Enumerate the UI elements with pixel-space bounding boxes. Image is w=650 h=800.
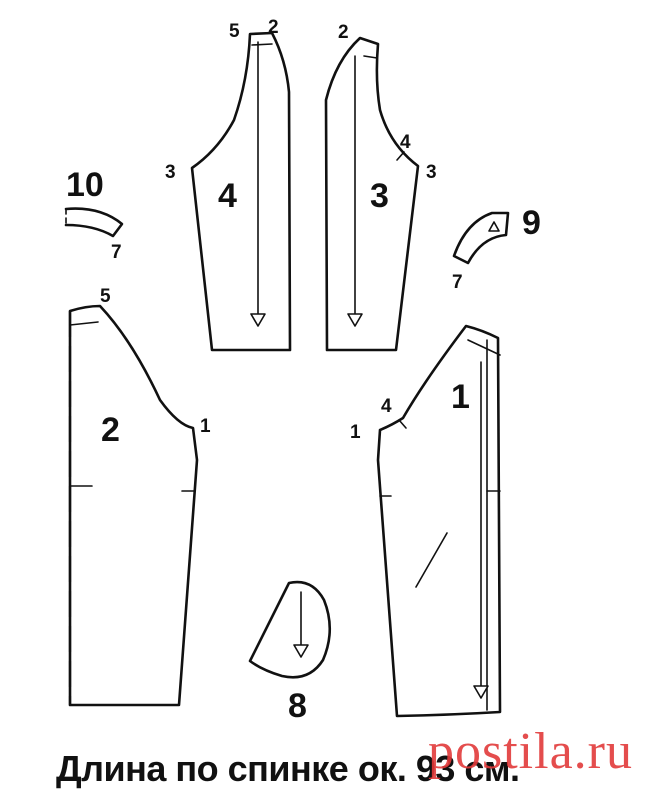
piece-1-shoulder-notch xyxy=(398,419,407,429)
mark-2-sleeve3: 2 xyxy=(338,22,349,43)
mark-1-front: 1 xyxy=(350,422,361,443)
piece-2-number: 2 xyxy=(101,411,120,449)
mark-3-sleeve4: 3 xyxy=(165,162,176,183)
piece-2-back: 2 5 1 xyxy=(68,286,211,707)
mark-3-sleeve3: 3 xyxy=(426,162,437,183)
piece-3-sleeve: 3 2 4 3 xyxy=(324,22,437,352)
mark-4-front: 4 xyxy=(381,396,392,417)
back-length-caption: Длина по спинке ок. 93 см. xyxy=(56,748,520,789)
mark-1-back: 1 xyxy=(200,416,211,437)
piece-9-facing: 9 7 xyxy=(452,204,541,293)
piece-3-yoke-line xyxy=(363,55,378,59)
piece-3-grain-arrow xyxy=(347,313,363,327)
piece-10-outline xyxy=(64,207,124,238)
piece-1-pocket-mark xyxy=(415,532,448,588)
piece-3-notch xyxy=(396,151,405,161)
piece-10-facing: 10 7 xyxy=(64,166,124,263)
mark-4-sleeve3: 4 xyxy=(400,132,411,153)
piece-8-pocket: 8 xyxy=(248,580,332,725)
piece-1-grain-arrow xyxy=(473,685,489,699)
piece-8-outline xyxy=(248,580,332,679)
mark-2-sleeve4: 2 xyxy=(268,17,279,38)
watermark-logo: postila.ru xyxy=(428,723,633,780)
piece-3-number: 3 xyxy=(370,177,389,215)
piece-9-grain-arrow xyxy=(488,221,500,232)
piece-4-yoke-line xyxy=(251,43,273,46)
piece-9-number: 9 xyxy=(522,204,541,242)
piece-1-front: 1 4 1 xyxy=(350,324,502,718)
piece-4-sleeve: 4 5 2 3 xyxy=(165,17,292,352)
piece-8-number: 8 xyxy=(288,687,307,725)
piece-3-outline xyxy=(324,36,420,352)
mark-7-piece10: 7 xyxy=(111,242,122,263)
piece-1-neck-line xyxy=(467,339,501,356)
piece-4-outline xyxy=(190,31,292,352)
piece-8-grain-arrow xyxy=(293,644,309,658)
mark-5-back: 5 xyxy=(100,286,111,307)
piece-1-number: 1 xyxy=(451,378,470,416)
piece-9-outline xyxy=(452,211,510,265)
piece-2-outline xyxy=(68,304,199,707)
piece-2-neck-line xyxy=(69,321,99,326)
piece-4-grain-arrow xyxy=(250,313,266,327)
piece-1-outline xyxy=(376,324,502,718)
piece-10-number: 10 xyxy=(66,166,104,204)
mark-7-piece9: 7 xyxy=(452,272,463,293)
piece-4-number: 4 xyxy=(218,177,237,215)
mark-5-sleeve4: 5 xyxy=(229,21,240,42)
